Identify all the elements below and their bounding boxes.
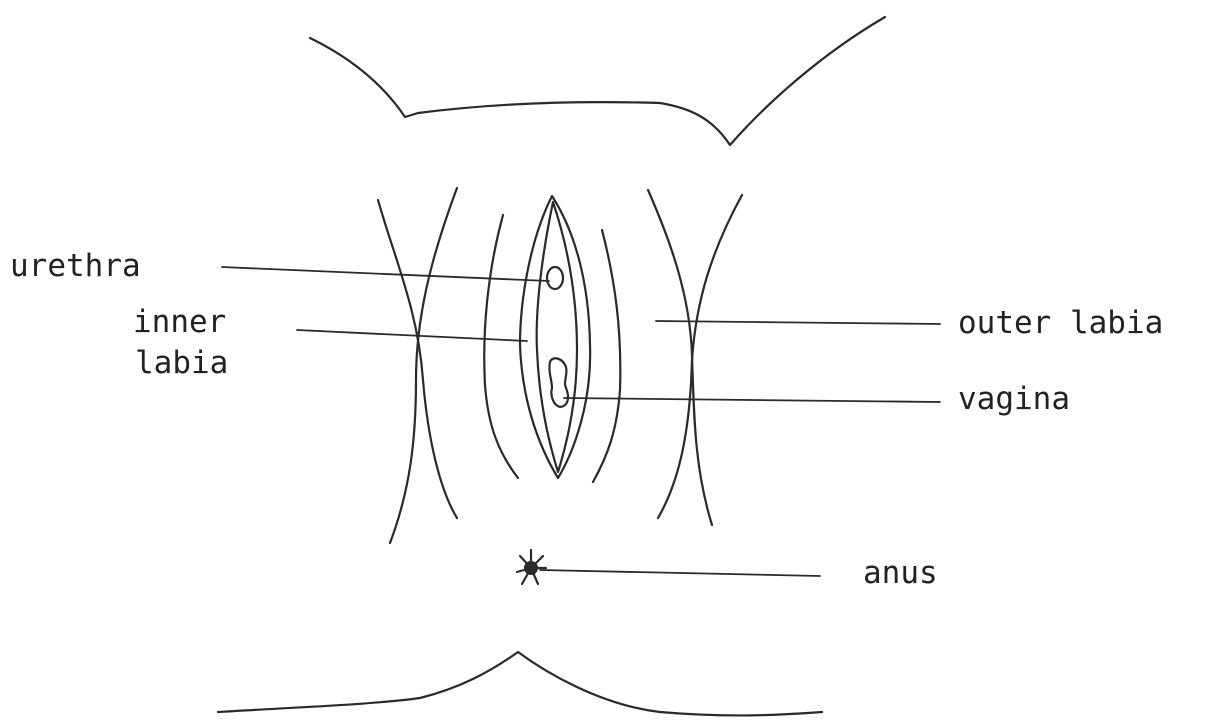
anus-mark <box>517 550 546 584</box>
outer-labia-right-curve-a <box>648 190 712 525</box>
outer-labia-left-curve-b <box>390 188 457 543</box>
anus-leader-line <box>540 570 820 576</box>
lower-body-contour <box>218 652 822 715</box>
inner-labia-leader-line <box>297 330 527 341</box>
inner-labia-outer-contour <box>520 196 590 478</box>
urethra-opening <box>547 267 563 289</box>
urethra-leader-line <box>222 267 549 281</box>
right-labia-curve <box>593 230 620 482</box>
upper-body-contour <box>310 17 885 145</box>
outer-labia-leader-line <box>656 321 940 324</box>
outer-labia-label: outer labia <box>958 305 1163 341</box>
anus-label: anus <box>863 555 938 591</box>
inner-labia-label-line1: inner <box>133 304 226 340</box>
vagina-leader-line <box>564 398 940 402</box>
left-labia-curve <box>484 215 518 478</box>
vagina-opening <box>549 358 568 407</box>
vagina-label: vagina <box>958 381 1070 417</box>
urethra-label: urethra <box>10 248 141 284</box>
inner-labia-label-line2: labia <box>135 345 228 381</box>
inner-labia-inner-contour <box>537 202 577 472</box>
